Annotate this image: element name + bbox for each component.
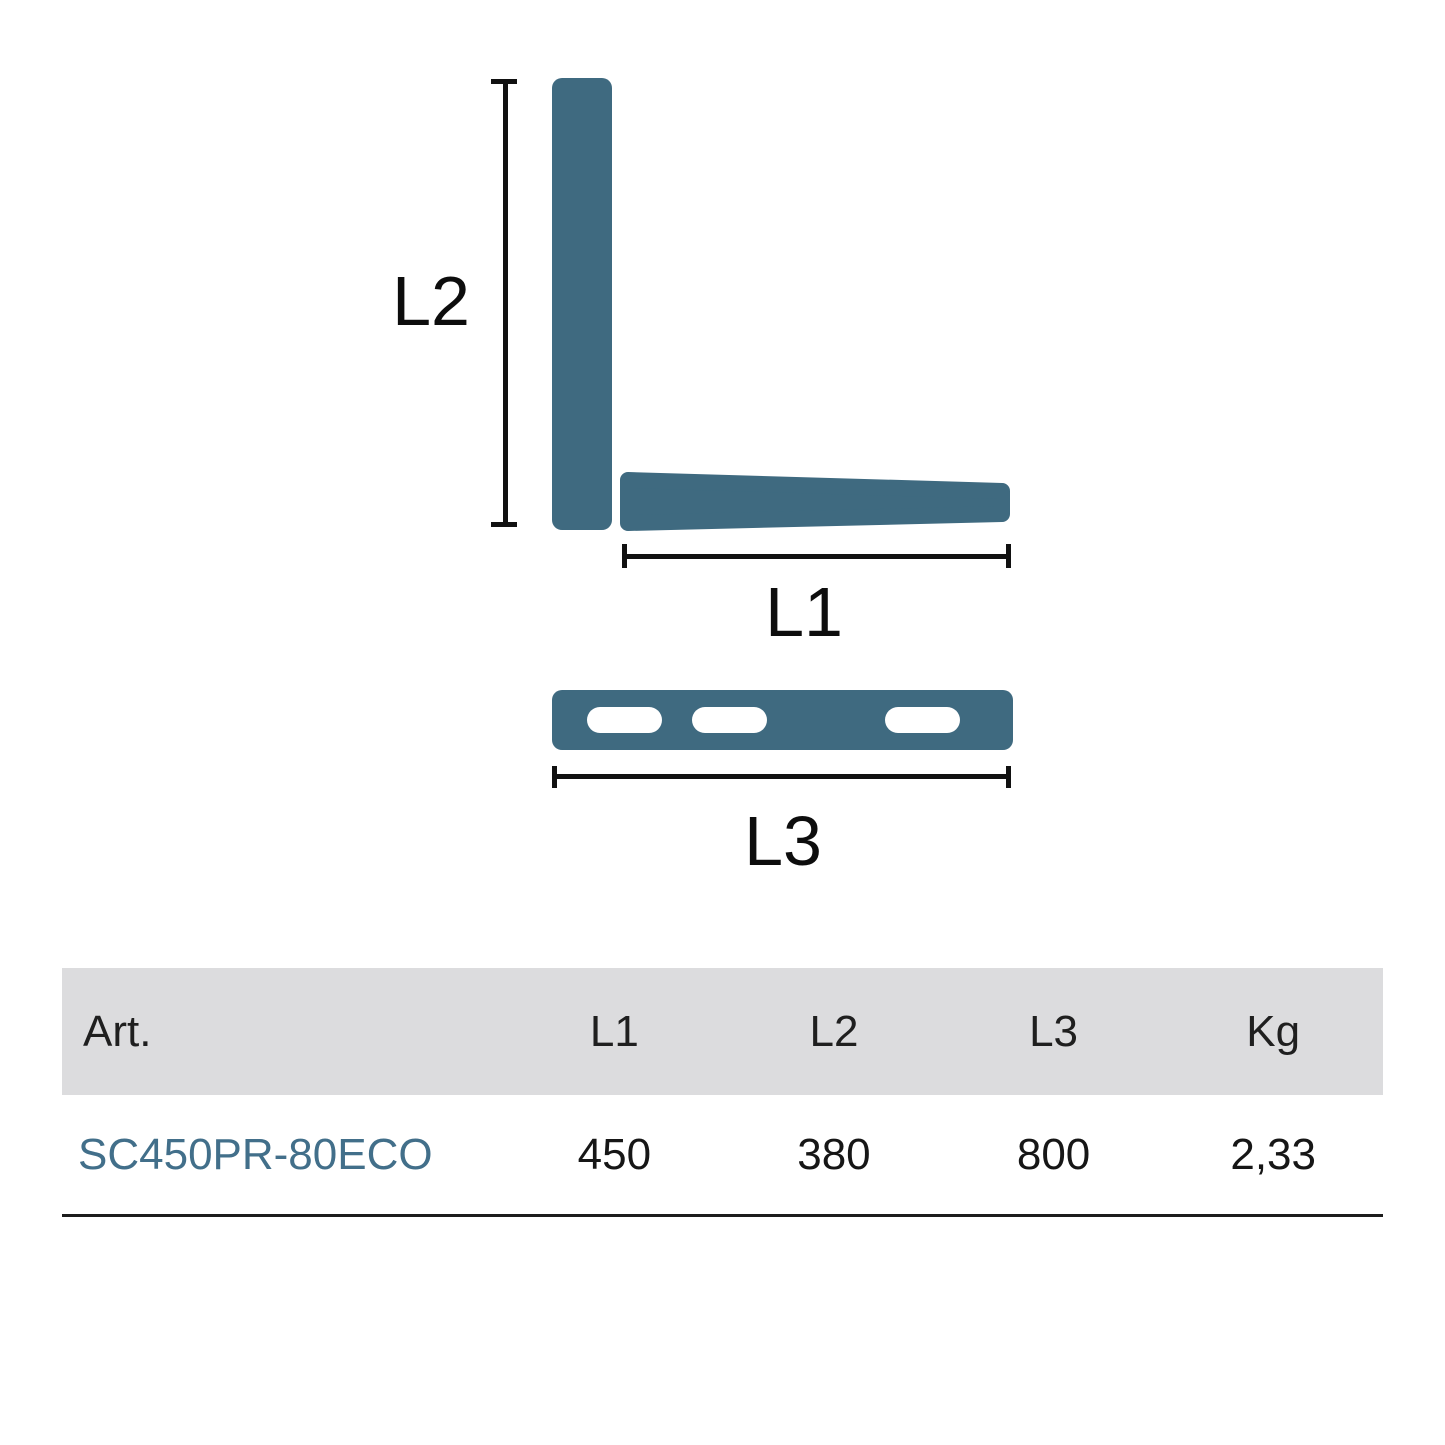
cell-l1-value: 450 xyxy=(577,1129,652,1179)
mounting-slot xyxy=(885,707,960,733)
dimension-l3-cap-right xyxy=(1006,766,1011,788)
dimension-l1-cap-left xyxy=(622,544,627,568)
header-cell-kg: Kg xyxy=(1246,1006,1301,1056)
cell-kg-value: 2,33 xyxy=(1230,1129,1316,1179)
spec-table: Art. L1 L2 L3 Kg SC450PR-80ECO 450 380 8… xyxy=(62,968,1383,1217)
cell-l2-value: 380 xyxy=(797,1129,871,1179)
header-cell-l2: L2 xyxy=(809,1006,859,1056)
bracket-horizontal-arm xyxy=(620,472,1010,531)
mounting-slot xyxy=(587,707,662,733)
mounting-slot xyxy=(692,707,767,733)
dimension-label-l3: L3 xyxy=(744,802,822,880)
dimension-label-l1: L1 xyxy=(765,573,843,651)
dimension-l3-line xyxy=(553,774,1011,779)
header-cell-art: Art. xyxy=(83,1006,152,1056)
dimension-l1-cap-right xyxy=(1006,544,1011,568)
dimension-label-l2: L2 xyxy=(392,262,470,340)
wall-plate xyxy=(552,690,1013,750)
dimension-l2-cap-top xyxy=(491,79,517,84)
spec-table-header-row: Art. L1 L2 L3 Kg xyxy=(62,968,1383,1095)
header-cell-l3: L3 xyxy=(1029,1006,1079,1056)
dimension-l1-line xyxy=(623,554,1011,559)
bracket-vertical-arm xyxy=(552,78,612,530)
header-cell-l1: L1 xyxy=(589,1006,639,1056)
cell-article-code: SC450PR-80ECO xyxy=(78,1129,433,1179)
dimension-l3-cap-left xyxy=(552,766,557,788)
dimension-l2-line xyxy=(503,80,508,527)
dimension-l2-cap-bottom xyxy=(491,522,517,527)
spec-table-data-row: SC450PR-80ECO 450 380 800 2,33 xyxy=(62,1095,1383,1217)
cell-l3-value: 800 xyxy=(1016,1129,1091,1179)
